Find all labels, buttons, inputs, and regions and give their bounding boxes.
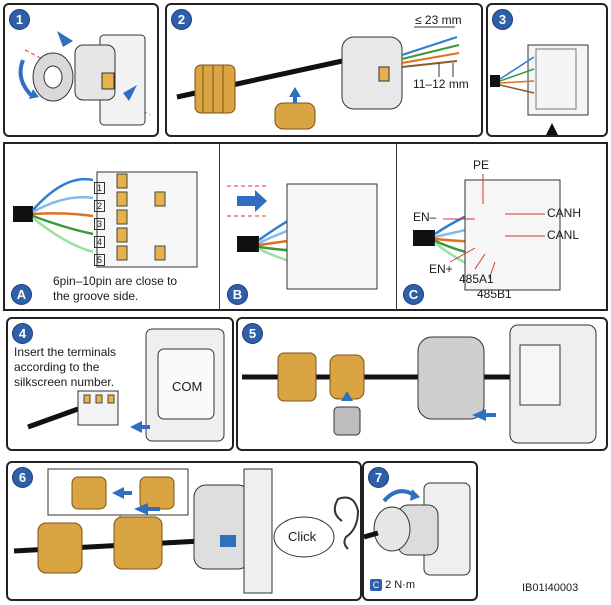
label-en-plus: EN+ (429, 262, 453, 276)
step-4-panel: 4 Insert the terminals according to the … (6, 317, 234, 451)
sub-a-illustration (13, 171, 198, 268)
label-485a1: 485A1 (459, 272, 494, 286)
step-4-badge: 4 (12, 323, 33, 344)
step-5-illustration (242, 324, 597, 444)
rotate-arrow-icon (18, 59, 35, 99)
step-7-panel: 7 C 2 N·m (362, 461, 478, 601)
sub-b-badge: B (227, 284, 248, 305)
slot-4-label: 4 (94, 236, 106, 248)
step-3-badge: 3 (492, 9, 513, 30)
torque-value: C 2 N·m (370, 579, 415, 591)
label-485b1: 485B1 (477, 287, 512, 301)
sub-c-illustration (413, 174, 561, 291)
sub-steps-panel: 1 2 3 4 5 6pin–10pin are close to the gr… (3, 142, 608, 311)
step-1-panel: 1 (3, 3, 159, 137)
sub-a-note-line1: 6pin–10pin are close to (53, 274, 178, 288)
bare-length-label: 11–12 mm (413, 77, 469, 91)
sub-b-illustration (227, 183, 378, 290)
step-6-panel: 6 Click (6, 461, 362, 601)
step-4-illustration (27, 328, 225, 442)
com-port-label: COM (172, 379, 203, 394)
step-4-text-line1: Insert the terminals (14, 345, 117, 359)
step-7-badge: 7 (368, 467, 389, 488)
step-2-illustration (176, 26, 460, 130)
rotate-arrow-icon (382, 489, 416, 503)
label-canl: CANL (547, 228, 580, 242)
sub-a-note-line2: the groove side. (53, 289, 139, 303)
step-5-panel: 5 (236, 317, 608, 451)
slot-1-label: 1 (94, 182, 106, 194)
step-5-badge: 5 (242, 323, 263, 344)
step-6-illustration (13, 468, 360, 594)
slot-5-label: 5 (94, 254, 106, 266)
sub-a-badge: A (11, 284, 32, 305)
step-2-panel: 2 ≤ 23 mm 11–12 mm (165, 3, 483, 137)
torque-icon: C (370, 579, 382, 591)
step-7-illustration (364, 482, 471, 576)
step-1-badge: 1 (9, 9, 30, 30)
step-4-text-line3: silkscreen number. (14, 375, 115, 389)
label-pe: PE (473, 158, 490, 172)
step-3-illustration (490, 44, 589, 135)
step-3-panel: 3 (486, 3, 608, 137)
step-6-badge: 6 (12, 467, 33, 488)
label-en-minus: EN– (413, 210, 437, 224)
step-2-badge: 2 (171, 9, 192, 30)
slot-2-label: 2 (94, 200, 106, 212)
sub-c-badge: C (403, 284, 424, 305)
label-canh: CANH (547, 206, 582, 220)
click-label: Click (288, 529, 317, 544)
slot-3-label: 3 (94, 218, 106, 230)
strip-length-label: ≤ 23 mm (415, 13, 462, 27)
ear-icon (333, 496, 360, 550)
step-1-illustration (18, 31, 151, 126)
torque-text: 2 N·m (385, 579, 416, 591)
push-arrow-icon (57, 31, 73, 47)
step-4-text-line2: according to the (14, 360, 100, 374)
document-id: IB01I40003 (522, 582, 579, 594)
